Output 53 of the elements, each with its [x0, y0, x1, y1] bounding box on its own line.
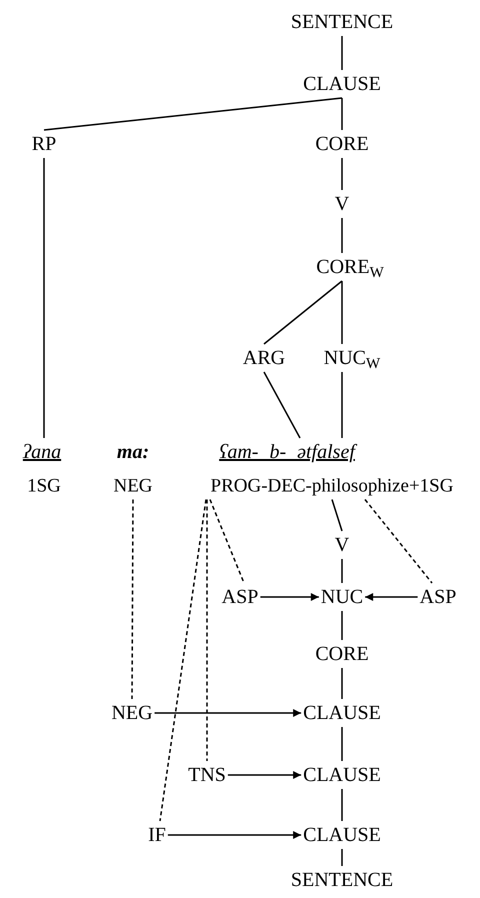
dashed-line: [364, 499, 433, 584]
tree-branch: [341, 372, 343, 438]
tree-branch: [341, 158, 343, 190]
word-text: ʕam- b- ətfalsef: [217, 438, 357, 466]
node-label: CLAUSE: [301, 821, 383, 849]
gloss-text: NEG: [111, 472, 155, 500]
tree-branch: [341, 281, 343, 344]
node-label: CLAUSE: [301, 70, 383, 98]
tree-branch: [44, 97, 342, 131]
tree-branch: [263, 372, 301, 438]
node-label: ARG: [240, 344, 288, 372]
gloss-text: PROG-DEC-philosophize+1SG: [208, 472, 456, 500]
node-label: SENTENCE: [288, 8, 396, 36]
arrow: [154, 709, 302, 717]
node-label: CORE: [313, 640, 371, 668]
node-label: V: [332, 531, 352, 559]
tree-branch: [341, 36, 343, 70]
arrow: [168, 831, 302, 839]
tree-branch: [341, 218, 343, 253]
arrow: [365, 593, 418, 601]
node-label: NUC$_{W}$: [322, 344, 382, 372]
node-label: RP: [30, 130, 58, 158]
node-label: V: [332, 190, 352, 218]
tree-branch: [331, 499, 343, 532]
node-label: TNS: [186, 761, 228, 789]
tree-branch: [43, 158, 45, 438]
word-text: ʔana: [20, 438, 64, 466]
node-label: ASP: [220, 583, 260, 611]
tree-branch: [341, 98, 343, 130]
tree-branch: [341, 789, 343, 821]
node-label: ASP: [418, 583, 458, 611]
dashed-line: [206, 500, 208, 761]
tree-branch: [341, 559, 343, 583]
word-text: ma:: [114, 438, 152, 466]
tree-branch: [341, 611, 343, 640]
node-label: CLAUSE: [301, 761, 383, 789]
node-label: CORE$_{W}$: [314, 253, 386, 281]
arrow: [260, 593, 319, 601]
tree-branch: [264, 280, 342, 345]
node-label: SENTENCE: [288, 866, 396, 894]
node-label: CLAUSE: [301, 699, 383, 727]
node-label: NEG: [109, 699, 155, 727]
dashed-line: [209, 499, 245, 584]
gloss-text: 1SG: [25, 472, 63, 500]
dashed-line: [131, 500, 134, 699]
tree-branch: [341, 668, 343, 699]
tree-branch: [341, 727, 343, 761]
arrow: [228, 771, 302, 779]
tree-branch: [341, 849, 343, 866]
dashed-line: [159, 499, 207, 822]
node-label: NUC: [318, 583, 366, 611]
node-label: CORE: [313, 130, 371, 158]
node-label: IF: [146, 821, 168, 849]
